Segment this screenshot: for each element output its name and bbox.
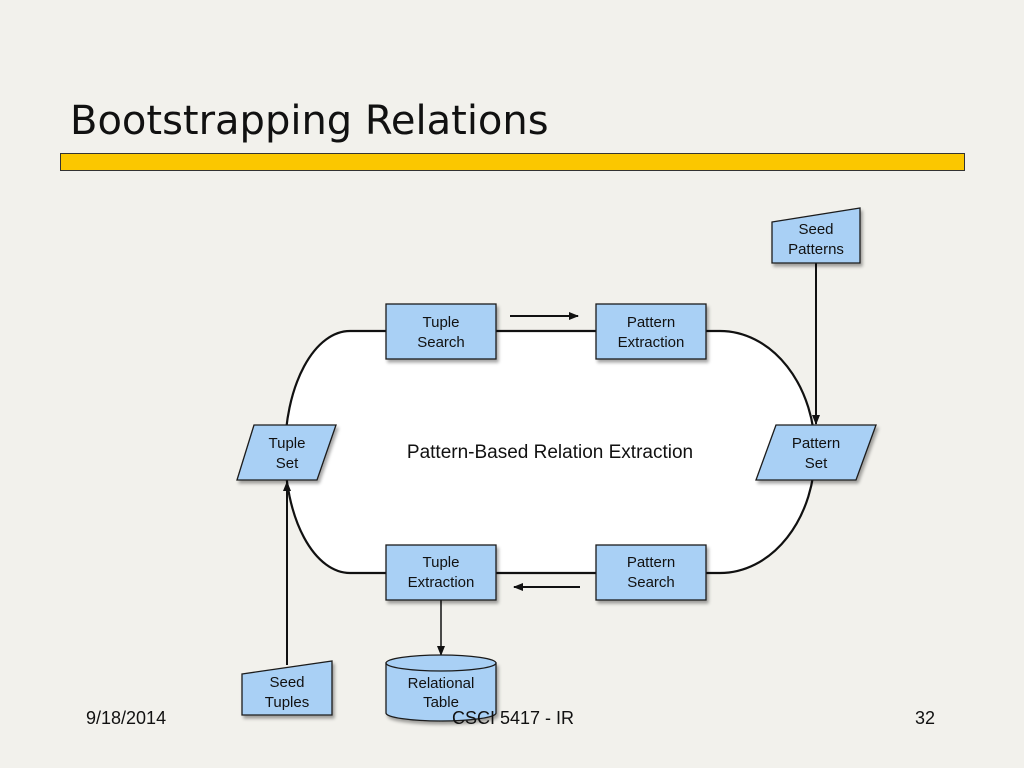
extraction-loop — [283, 329, 817, 575]
seed-patterns-line-1: Seed — [798, 221, 833, 238]
footer-page-number: 32 — [915, 708, 936, 728]
tuple-set-node: Tuple Set — [236, 424, 337, 481]
tuple-set-line-1: Tuple — [269, 435, 306, 452]
seed-tuples-line-1: Seed — [269, 674, 304, 691]
pattern-set-line-2: Set — [805, 455, 828, 472]
seed-tuples-line-2: Tuples — [265, 694, 309, 711]
pattern-extraction-node: Pattern Extraction — [595, 303, 707, 360]
pattern-set-node: Pattern Set — [755, 424, 877, 481]
relational-table-line-2: Table — [423, 694, 459, 711]
tuple-extraction-line-1: Tuple — [423, 554, 460, 571]
pattern-search-node: Pattern Search — [595, 544, 707, 601]
footer-course: CSCI 5417 - IR — [452, 708, 575, 728]
tuple-set-line-2: Set — [276, 455, 299, 472]
center-label: Pattern-Based Relation Extraction — [407, 442, 693, 463]
pattern-extraction-line-1: Pattern — [627, 314, 675, 331]
title-underline-bar — [60, 153, 965, 171]
tuple-search-line-2: Search — [417, 334, 465, 351]
slide-title: Bootstrapping Relations — [70, 98, 549, 144]
relational-table-line-1: Relational — [408, 675, 475, 692]
seed-patterns-line-2: Patterns — [788, 241, 844, 258]
seed-patterns-node: Seed Patterns — [771, 207, 861, 264]
relational-table-node: Relational Table — [385, 654, 497, 722]
tuple-extraction-node: Tuple Extraction — [385, 544, 497, 601]
footer-date: 9/18/2014 — [86, 708, 167, 728]
tuple-search-node: Tuple Search — [385, 303, 497, 360]
seed-tuples-node: Seed Tuples — [241, 660, 333, 716]
pattern-search-line-2: Search — [627, 574, 675, 591]
pattern-extraction-line-2: Extraction — [618, 334, 685, 351]
pattern-search-line-1: Pattern — [627, 554, 675, 571]
tuple-extraction-line-2: Extraction — [408, 574, 475, 591]
pattern-set-line-1: Pattern — [792, 435, 840, 452]
tuple-search-line-1: Tuple — [423, 314, 460, 331]
